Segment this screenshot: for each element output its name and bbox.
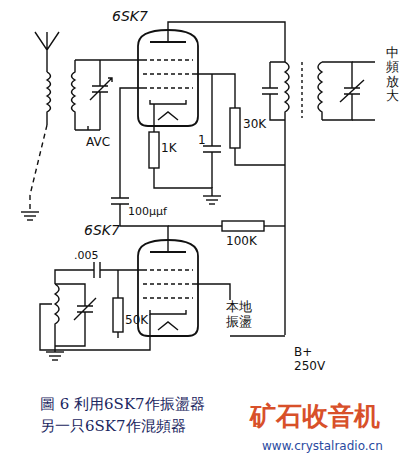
stage-label: 本地振盪 [226,300,252,330]
watermark: 矿石收音机 [250,402,380,432]
supply-label: B+ 250V [294,346,338,374]
capacitor-value: 100μμf [128,206,167,219]
resistor-value: 1K [161,142,177,156]
resistor-value: 30K [243,118,266,132]
resistor-value: 100K [226,235,257,249]
watermark-url: www.crystalradio.cn [262,440,383,454]
stage-label: 中頻放大 [386,46,399,103]
figure-caption: 圖 6 利用6SK7作振盪器 另一只6SK7作混頻器 [40,394,245,438]
resistor-value: 50K [125,314,148,328]
tube-label: 6SK7 [84,222,120,238]
signal-name: AVC [86,136,110,150]
capacitor-value: 1 [198,134,206,148]
capacitor-value: .005 [74,250,99,263]
tube-label: 6SK7 [112,8,148,24]
